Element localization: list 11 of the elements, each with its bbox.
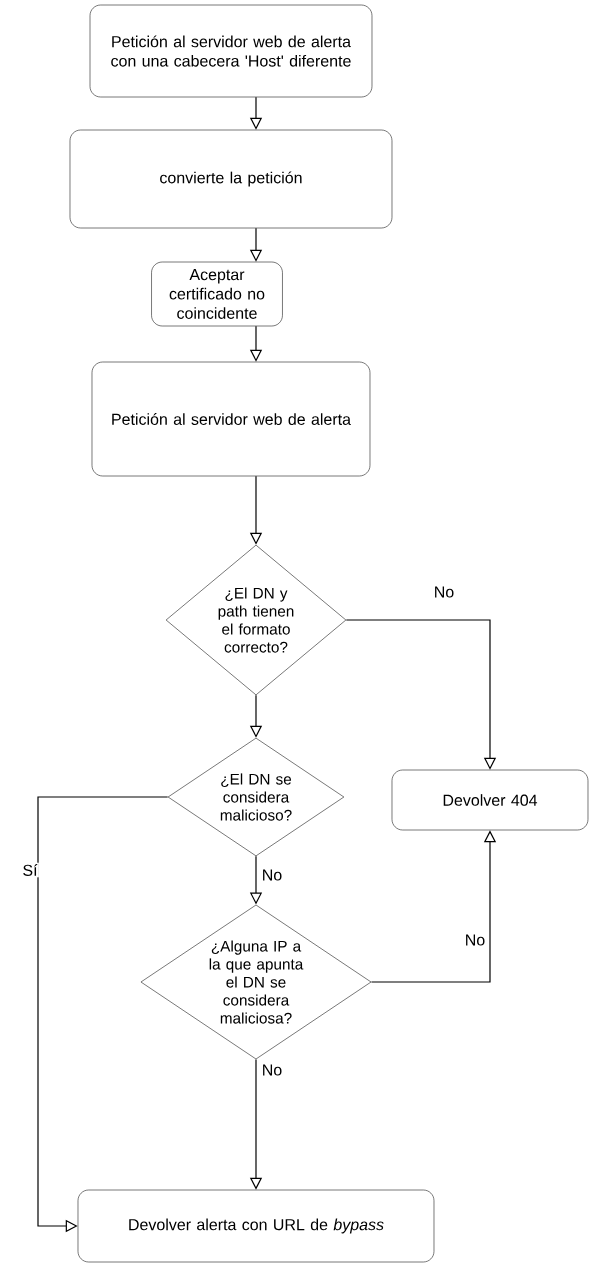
edge-label: No: [260, 1063, 284, 1077]
edge-label: Sí: [21, 862, 39, 878]
edge-label: No: [463, 933, 487, 947]
edge-label: No: [260, 868, 284, 882]
process-box: Aceptar certificado no coincidente: [151, 261, 283, 327]
process-box: Devolver 404: [391, 769, 589, 831]
process-box: Petición al servidor web de alerta: [91, 361, 371, 477]
process-box: Petición al servidor web de alerta con una cabecera 'Host' diferente: [89, 4, 373, 98]
edge-label: No: [432, 585, 456, 599]
process-box: convierte la petición: [69, 129, 393, 229]
process-box: Devolver alerta con URL de bypass: [77, 1189, 435, 1263]
